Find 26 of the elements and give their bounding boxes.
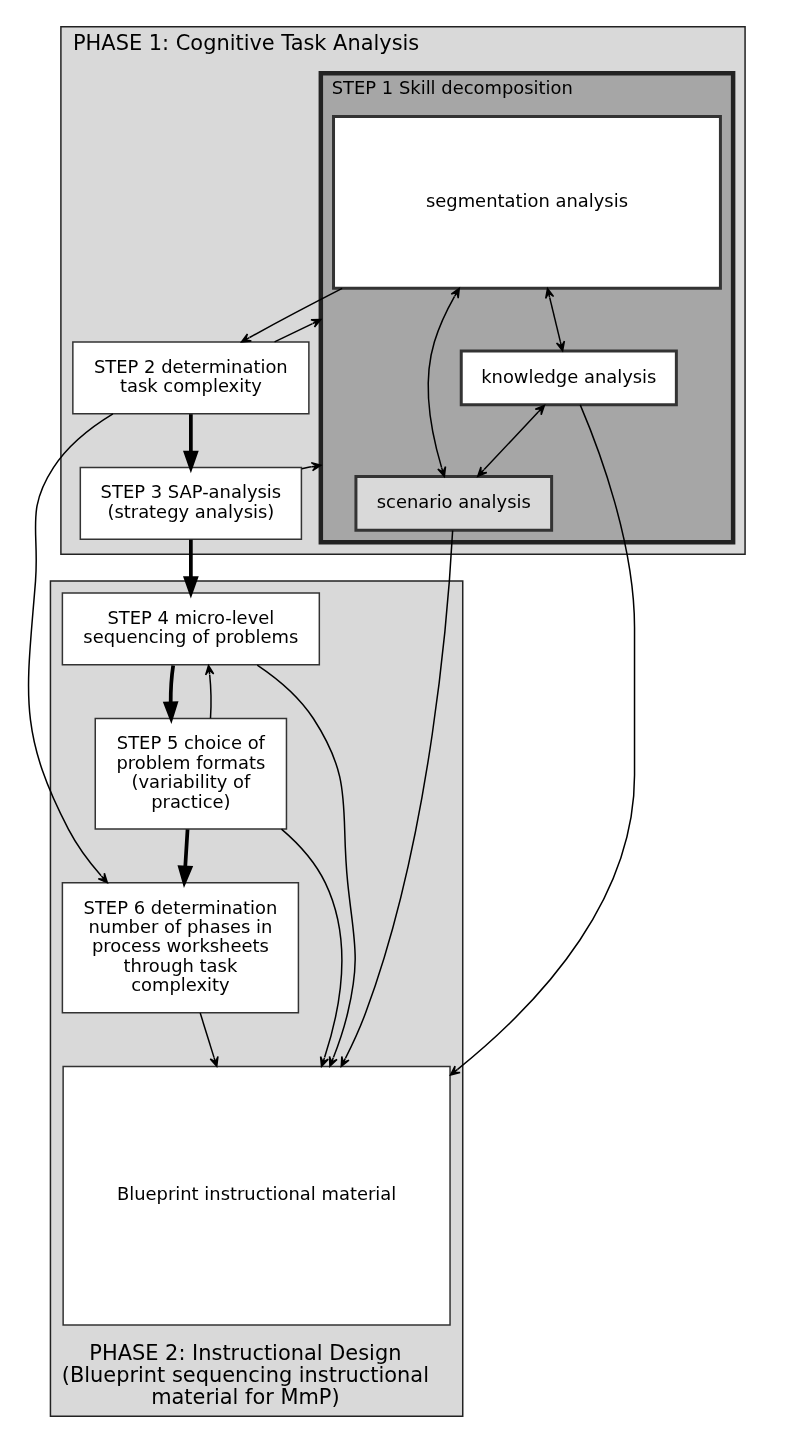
node-box: segmentation analysis — [332, 115, 722, 290]
arrow — [204, 664, 215, 719]
arrow — [27, 413, 114, 884]
arrow — [240, 287, 343, 343]
node-box: STEP 5 choice of problem formats (variability of practice) — [94, 717, 288, 830]
arrow — [177, 829, 194, 889]
arrow — [183, 414, 199, 474]
arrow — [199, 1012, 219, 1067]
node-box: STEP 2 determination task complexity — [72, 341, 310, 415]
arrow — [340, 529, 454, 1068]
node-box: scenario analysis — [354, 475, 554, 532]
node-box: STEP 6 determination number of phases in process worksheets through task complexity — [61, 882, 300, 1014]
arrow — [256, 664, 356, 1067]
arrow — [544, 287, 566, 352]
arrow — [183, 539, 199, 599]
node-box: STEP 4 micro-level sequencing of problems — [61, 592, 321, 666]
arrow — [449, 404, 636, 1076]
arrow — [162, 665, 179, 724]
node-box: knowledge analysis — [459, 349, 678, 407]
node-box: STEP 3 SAP-analysis (strategy analysis) — [79, 466, 303, 540]
arrow — [280, 828, 343, 1068]
arrow — [427, 287, 460, 478]
arrow — [273, 318, 322, 343]
arrow — [301, 461, 322, 472]
node-box: Blueprint instructional material — [62, 1065, 451, 1326]
arrow — [477, 404, 546, 478]
